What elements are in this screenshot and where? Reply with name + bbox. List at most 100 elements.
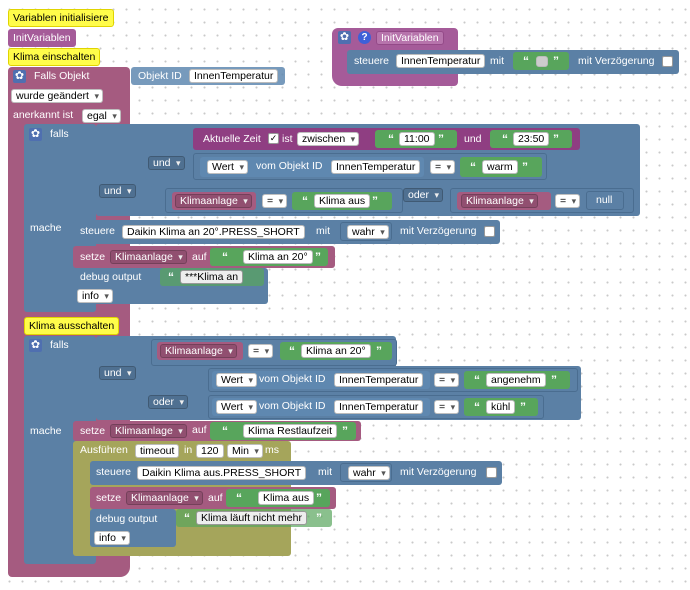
comment-klima-einschalten[interactable]: Klima einschalten xyxy=(8,48,101,66)
empty-text-field[interactable] xyxy=(536,56,548,67)
und-dropdown-inner[interactable]: und xyxy=(148,156,185,170)
procedure-call-init-variables[interactable]: InitVariablen xyxy=(8,29,76,47)
daikin-on-field[interactable]: Daikin Klima an 20°.PRESS_SHORT xyxy=(122,225,305,239)
vom-objekt-id-label: vom Objekt ID xyxy=(256,160,323,172)
klima-an-20-field[interactable]: Klima an 20° xyxy=(301,344,371,358)
time-to-field[interactable]: 23:50 xyxy=(513,132,550,146)
quote-close-icon: ” xyxy=(316,491,322,505)
quote-open-icon: “ xyxy=(474,373,480,387)
vom-objekt-id-label: vom Objekt ID xyxy=(259,373,326,385)
steuere-label: steuere xyxy=(96,466,132,478)
wahr-dropdown[interactable]: wahr xyxy=(347,225,389,239)
klima-aus-field[interactable]: Klima aus xyxy=(314,194,371,208)
quote-open-icon: “ xyxy=(184,511,190,525)
wurde-geaendert-dropdown[interactable]: wurde geändert xyxy=(11,89,103,103)
eq-dropdown[interactable]: = xyxy=(434,400,460,414)
kuehl-field[interactable]: kühl xyxy=(486,400,516,414)
eq-dropdown[interactable]: = xyxy=(248,344,274,358)
quote-open-icon: “ xyxy=(289,344,295,358)
quote-open-icon: “ xyxy=(470,160,476,174)
debug-output-label: debug output xyxy=(96,513,158,525)
eq-dropdown[interactable]: = xyxy=(262,194,288,208)
object-id-field[interactable]: InnenTemperatur xyxy=(331,160,421,174)
checkbox-icon[interactable]: ✓ xyxy=(268,133,279,144)
gear-icon[interactable]: ✿ xyxy=(13,70,26,83)
procedure-name-field[interactable]: InitVariablen xyxy=(376,31,444,45)
time-from-field[interactable]: 11:00 xyxy=(399,132,435,146)
quote-close-icon: ” xyxy=(316,511,322,525)
eq-dropdown[interactable]: = xyxy=(555,194,581,208)
zwischen-dropdown[interactable]: zwischen xyxy=(297,132,360,146)
gear-icon[interactable]: ✿ xyxy=(29,339,42,352)
quote-close-icon: ” xyxy=(522,160,528,174)
quote-close-icon: ” xyxy=(342,424,348,438)
klima-an-msg-field[interactable]: ***Klima an xyxy=(180,270,244,284)
quote-open-icon: “ xyxy=(222,424,228,438)
restlaufzeit-field[interactable]: Klima Restlaufzeit xyxy=(243,424,338,438)
oder-dropdown[interactable]: oder xyxy=(148,395,189,409)
klima-an-20-field[interactable]: Klima an 20° xyxy=(243,250,313,264)
object-id-field[interactable]: InnenTemperatur xyxy=(396,54,486,68)
info-dropdown[interactable]: info xyxy=(77,289,113,303)
comment-klima-ausschalten[interactable]: Klima ausschalten xyxy=(24,317,120,335)
mache-label: mache xyxy=(30,425,62,437)
timeout-value-field[interactable]: 120 xyxy=(196,444,224,458)
timeout-name-field[interactable]: timeout xyxy=(135,444,180,458)
quote-close-icon: ” xyxy=(438,132,444,146)
wert-dropdown[interactable]: Wert xyxy=(207,160,248,174)
quote-open-icon: “ xyxy=(236,491,242,505)
klimaanlage-dropdown[interactable]: Klimaanlage xyxy=(160,344,237,358)
min-dropdown[interactable]: Min xyxy=(227,444,263,458)
mit-label: mit xyxy=(318,466,332,478)
klimaanlage-dropdown[interactable]: Klimaanlage xyxy=(461,194,538,208)
object-id-field[interactable]: InnenTemperatur xyxy=(334,400,424,414)
comment-init-variables[interactable]: Variablen initialisiere xyxy=(8,9,114,27)
oder-dropdown[interactable]: oder xyxy=(403,188,444,202)
checkbox-icon[interactable] xyxy=(484,226,495,237)
setze-label: setze xyxy=(80,251,106,263)
wert-dropdown[interactable]: Wert xyxy=(216,400,257,414)
object-id-field[interactable]: InnenTemperatur xyxy=(334,373,424,387)
checkbox-icon[interactable] xyxy=(486,467,497,478)
wahr-dropdown[interactable]: wahr xyxy=(348,466,390,480)
quote-open-icon: “ xyxy=(502,132,508,146)
steuere-label: steuere xyxy=(354,55,390,67)
angenehm-field[interactable]: angenehm xyxy=(486,373,546,387)
gear-icon[interactable]: ✿ xyxy=(29,128,42,141)
checkbox-icon[interactable] xyxy=(662,56,673,67)
mit-label: mit xyxy=(490,55,504,67)
quote-open-icon: “ xyxy=(168,270,174,284)
warm-field[interactable]: warm xyxy=(482,160,518,174)
ist-label: ist xyxy=(282,133,293,145)
und-dropdown-outer[interactable]: und xyxy=(99,184,136,198)
setze-label: setze xyxy=(80,425,106,437)
steuere-label: steuere xyxy=(80,225,116,237)
klimaanlage-dropdown[interactable]: Klimaanlage xyxy=(110,250,187,264)
quote-close-icon: ” xyxy=(551,373,557,387)
daikin-off-field[interactable]: Daikin Klima aus.PRESS_SHORT xyxy=(137,466,307,480)
help-icon[interactable]: ? xyxy=(358,31,371,44)
info-dropdown[interactable]: info xyxy=(94,531,130,545)
egal-dropdown[interactable]: egal xyxy=(82,109,121,123)
wert-dropdown[interactable]: Wert xyxy=(216,373,257,387)
und-text: und xyxy=(464,133,482,145)
klimaanlage-dropdown[interactable]: Klimaanlage xyxy=(175,194,252,208)
object-id-field[interactable]: InnenTemperatur xyxy=(189,69,279,83)
auf-label: auf xyxy=(208,492,223,504)
quote-close-icon: ” xyxy=(553,54,559,68)
quote-open-icon: “ xyxy=(388,132,394,146)
eq-dropdown[interactable]: = xyxy=(430,160,456,174)
klimaanlage-dropdown[interactable]: Klimaanlage xyxy=(110,424,187,438)
klima-laeuft-field[interactable]: Klima läuft nicht mehr xyxy=(196,511,307,525)
klima-aus-field[interactable]: Klima aus xyxy=(258,491,315,505)
quote-open-icon: “ xyxy=(474,400,480,414)
gear-icon[interactable]: ✿ xyxy=(338,31,351,44)
falls-label: falls xyxy=(50,128,69,140)
und-dropdown[interactable]: und xyxy=(99,366,136,380)
ausfuehren-label: Ausführen xyxy=(80,444,128,456)
eq-dropdown[interactable]: = xyxy=(434,373,460,387)
null-block[interactable] xyxy=(586,191,624,210)
klimaanlage-dropdown[interactable]: Klimaanlage xyxy=(126,491,203,505)
in-label: in xyxy=(184,444,193,456)
aktuelle-zeit-label: Aktuelle Zeit xyxy=(203,133,261,145)
